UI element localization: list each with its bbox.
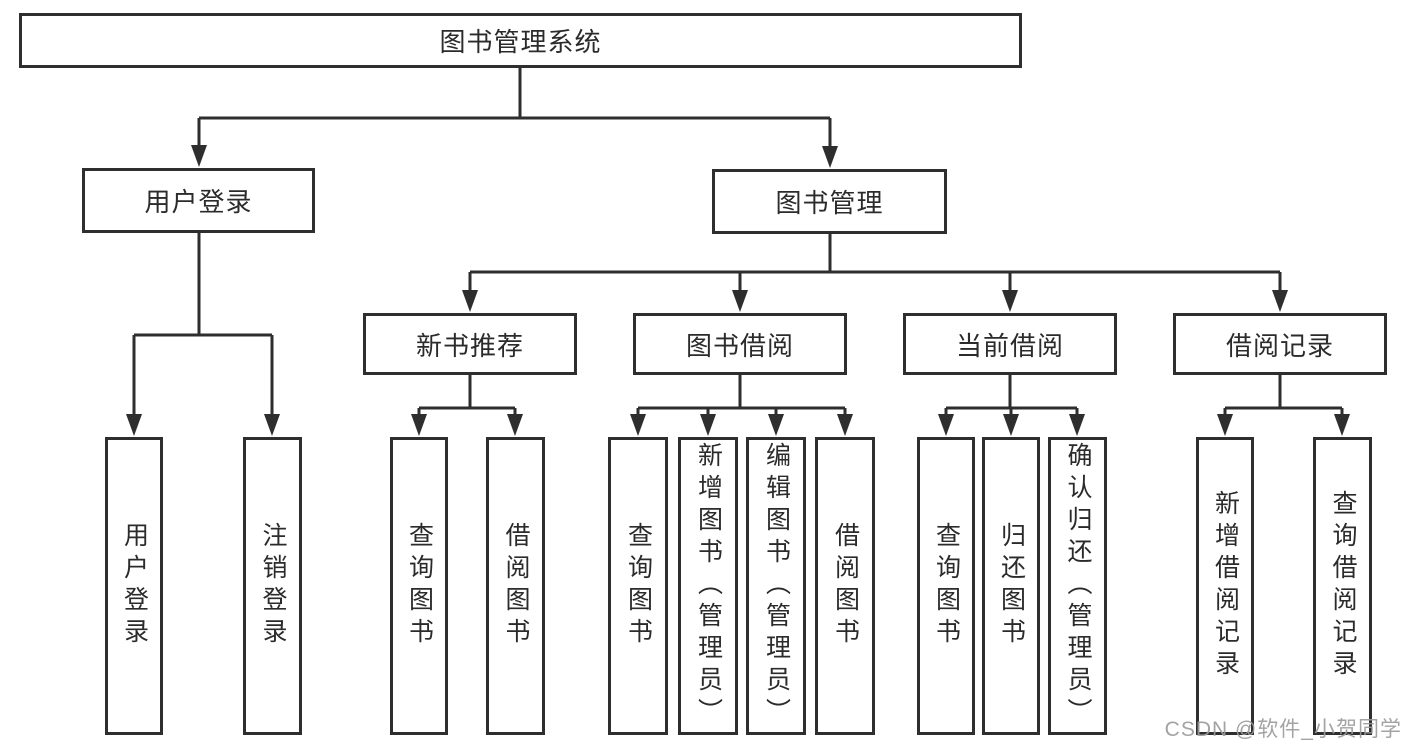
arrow-icon bbox=[1272, 290, 1288, 312]
arrow-icon bbox=[1069, 414, 1085, 436]
leaf-borrow-query: 查询图书 bbox=[608, 437, 668, 735]
arrow-icon bbox=[1334, 414, 1350, 436]
leaf-borrow-borrow: 借阅图书 bbox=[815, 437, 875, 735]
arrow-icon bbox=[700, 414, 716, 436]
leaf-borrow-add-label: 新增图书（管理员） bbox=[694, 442, 723, 730]
node-book-borrow-label: 图书借阅 bbox=[685, 330, 794, 361]
node-book-borrow: 图书借阅 bbox=[633, 313, 847, 375]
arrow-icon bbox=[1002, 290, 1018, 312]
arrow-icon bbox=[732, 290, 748, 312]
arrow-icon bbox=[822, 146, 838, 168]
leaf-current-confirm: 确认归还（管理员） bbox=[1048, 437, 1107, 735]
node-book-mgmt: 图书管理 bbox=[712, 169, 947, 234]
arrow-icon bbox=[1217, 414, 1233, 436]
leaf-records-add-label: 新增借阅记录 bbox=[1211, 490, 1240, 682]
node-borrow-records: 借阅记录 bbox=[1173, 313, 1387, 375]
arrow-icon bbox=[768, 414, 784, 436]
leaf-borrow-add: 新增图书（管理员） bbox=[678, 437, 738, 735]
leaf-user-login: 用户登录 bbox=[105, 437, 163, 735]
leaf-newbooks-query: 查询图书 bbox=[390, 437, 448, 735]
leaf-current-query: 查询图书 bbox=[917, 437, 975, 735]
leaf-user-logout: 注销登录 bbox=[243, 437, 302, 735]
leaf-borrow-query-label: 查询图书 bbox=[624, 522, 653, 650]
leaf-current-query-label: 查询图书 bbox=[932, 522, 961, 650]
arrowheads bbox=[126, 145, 1350, 436]
node-book-mgmt-label: 图书管理 bbox=[775, 188, 884, 218]
arrow-icon bbox=[1003, 414, 1019, 436]
leaf-borrow-edit-label: 编辑图书（管理员） bbox=[762, 442, 791, 730]
node-root: 图书管理系统 bbox=[19, 13, 1022, 68]
leaf-records-add: 新增借阅记录 bbox=[1196, 437, 1254, 735]
leaf-records-query-label: 查询借阅记录 bbox=[1329, 490, 1357, 682]
arrow-icon bbox=[191, 145, 207, 167]
leaf-user-logout-label: 注销登录 bbox=[259, 522, 287, 650]
node-user-auth-label: 用户登录 bbox=[144, 187, 253, 217]
arrow-icon bbox=[837, 414, 853, 436]
node-root-label: 图书管理系统 bbox=[439, 27, 602, 57]
leaf-newbooks-borrow-label: 借阅图书 bbox=[502, 522, 530, 650]
node-current-borrow: 当前借阅 bbox=[903, 313, 1117, 375]
leaf-current-confirm-label: 确认归还（管理员） bbox=[1064, 442, 1092, 730]
node-current-borrow-label: 当前借阅 bbox=[955, 330, 1064, 361]
leaf-current-return: 归还图书 bbox=[982, 437, 1040, 735]
leaf-borrow-borrow-label: 借阅图书 bbox=[831, 522, 860, 650]
leaf-records-query: 查询借阅记录 bbox=[1313, 437, 1372, 735]
arrow-icon bbox=[411, 414, 427, 436]
node-new-books: 新书推荐 bbox=[363, 313, 577, 375]
arrow-icon bbox=[264, 414, 280, 436]
arrow-icon bbox=[507, 414, 523, 436]
leaf-newbooks-borrow: 借阅图书 bbox=[486, 437, 545, 735]
node-user-auth: 用户登录 bbox=[82, 168, 315, 233]
leaf-current-return-label: 归还图书 bbox=[997, 522, 1026, 650]
node-borrow-records-label: 借阅记录 bbox=[1225, 330, 1334, 361]
csdn-watermark: CSDN @软件_小贺同学 bbox=[1164, 718, 1402, 741]
leaf-user-login-label: 用户登录 bbox=[120, 522, 149, 650]
arrow-icon bbox=[630, 414, 646, 436]
leaf-newbooks-query-label: 查询图书 bbox=[405, 522, 434, 650]
arrow-icon bbox=[938, 414, 954, 436]
leaf-borrow-edit: 编辑图书（管理员） bbox=[746, 437, 806, 735]
arrow-icon bbox=[462, 290, 478, 312]
arrow-icon bbox=[126, 414, 142, 436]
node-new-books-label: 新书推荐 bbox=[415, 330, 524, 361]
